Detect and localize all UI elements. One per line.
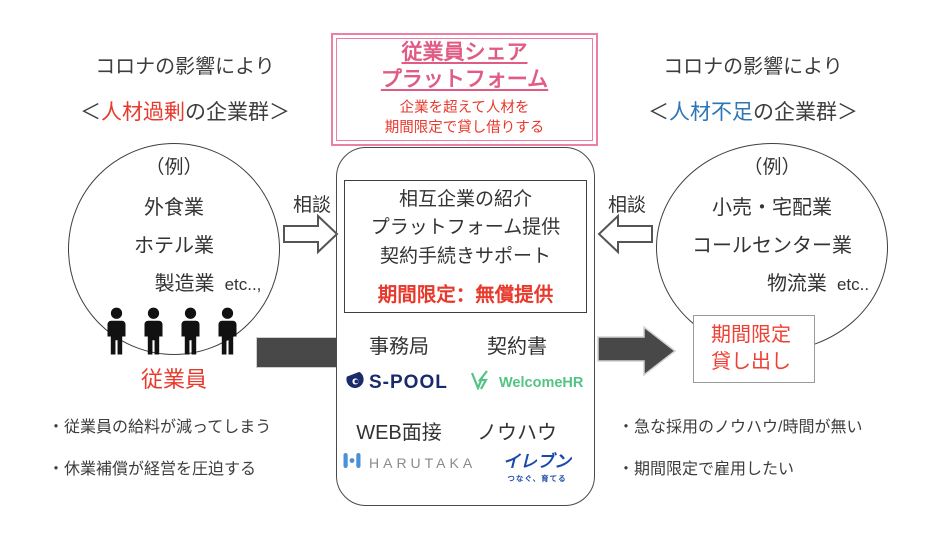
left-industry-3-label: 製造業 bbox=[154, 273, 215, 295]
service-line-3: 契約手続きサポート bbox=[379, 245, 551, 267]
left-etc-label: etc.., bbox=[224, 275, 262, 294]
left-bracket-open: ＜ bbox=[80, 101, 101, 124]
free-offer-label: 期間限定：無償提供 bbox=[377, 284, 554, 307]
cell-knowhow-label: ノウハウ bbox=[477, 422, 557, 444]
platform-title-line1: 従業員シェア bbox=[401, 41, 528, 65]
left-header-line2: ＜人材過剰の企業群＞ bbox=[60, 96, 310, 126]
right-pain-2: ・期間限定で雇用したい bbox=[618, 461, 795, 478]
harutaka-mark-icon bbox=[342, 451, 362, 475]
left-circle-content: （例） 外食業 ホテル業 製造業 etc.., bbox=[68, 143, 280, 355]
left-bracket-rest: の企業群＞ bbox=[185, 101, 290, 124]
left-consult-arrow-icon bbox=[283, 213, 339, 260]
right-circle-content: （例） 小売・宅配業 コールセンター業 物流業 etc.. bbox=[656, 143, 888, 352]
workers-group bbox=[103, 307, 241, 363]
right-industry-3-label: 物流業 bbox=[766, 273, 827, 295]
cell-interview-label: WEB面接 bbox=[356, 422, 442, 444]
service-line-1: 相互企業の紹介 bbox=[398, 188, 532, 210]
person-icon bbox=[103, 307, 130, 363]
spool-bird-icon bbox=[344, 370, 365, 396]
right-industry-3: 物流業 etc.. bbox=[656, 267, 934, 296]
right-pain-list: ・急な採用のノウハウ/時間が無い ・期間限定で雇用したい bbox=[618, 413, 862, 479]
left-pain-list: ・従業員の給料が減ってしまう ・休業補償が経営を圧迫する bbox=[48, 413, 271, 479]
right-header-line2: ＜人材不足の企業群＞ bbox=[628, 96, 878, 126]
left-header-line1: コロナの影響により bbox=[95, 56, 275, 78]
platform-title-box-inner: 従業員シェア プラットフォーム 企業を超えて人材を 期間限定で貸し借りする bbox=[336, 38, 593, 141]
platform-title-line2: プラットフォーム bbox=[380, 67, 549, 91]
service-line-2: プラットフォーム提供 bbox=[370, 217, 561, 239]
platform-title-box: 従業員シェア プラットフォーム 企業を超えて人材を 期間限定で貸し借りする bbox=[331, 33, 598, 146]
harutaka-logo: HARUTAKA bbox=[342, 451, 476, 475]
left-industry-1: 外食業 bbox=[144, 197, 204, 219]
right-consult-arrow-icon bbox=[597, 213, 653, 260]
workers-label: 従業員 bbox=[140, 367, 207, 392]
person-icon bbox=[140, 307, 167, 363]
person-icon bbox=[177, 307, 204, 363]
right-circle-example: （例） bbox=[743, 157, 801, 178]
right-header-highlight: 人材不足 bbox=[669, 101, 753, 124]
right-header-line1: コロナの影響により bbox=[663, 56, 843, 78]
services-box: 相互企業の紹介 プラットフォーム提供 契約手続きサポート 期間限定：無償提供 bbox=[344, 180, 587, 313]
left-circle-example: （例） bbox=[145, 157, 203, 178]
left-industry-3: 製造業 etc.., bbox=[68, 267, 314, 296]
platform-title: 従業員シェア プラットフォーム bbox=[381, 40, 548, 93]
left-pain-1: ・従業員の給料が減ってしまう bbox=[48, 419, 272, 436]
left-industry-2: ホテル業 bbox=[134, 235, 214, 257]
right-flow-arrow-icon bbox=[597, 325, 677, 382]
welcomehr-w-icon bbox=[470, 370, 494, 395]
lend-out-line2: 貸し出し bbox=[711, 351, 791, 373]
right-industry-1: 小売・宅配業 bbox=[712, 197, 832, 219]
cell-contract-label: 契約書 bbox=[487, 336, 547, 358]
platform-subtitle-line1: 企業を超えて人材を bbox=[399, 99, 530, 116]
spool-logo: S-POOL bbox=[344, 370, 448, 396]
cell-admin-label: 事務局 bbox=[369, 336, 429, 358]
right-consult-label: 相談 bbox=[607, 195, 646, 216]
left-pain-2: ・休業補償が経営を圧迫する bbox=[48, 461, 257, 478]
right-bracket-rest: の企業群＞ bbox=[753, 101, 858, 124]
right-etc-label: etc.. bbox=[836, 275, 870, 294]
left-header-highlight: 人材過剰 bbox=[101, 101, 185, 124]
spool-logo-text: S-POOL bbox=[369, 372, 448, 393]
left-flow-arrow bbox=[256, 337, 338, 368]
right-industry-2: コールセンター業 bbox=[692, 235, 852, 257]
right-bracket-open: ＜ bbox=[648, 101, 669, 124]
welcomehr-logo: WelcomeHR bbox=[470, 370, 583, 395]
welcomehr-logo-text: WelcomeHR bbox=[499, 374, 584, 391]
lend-out-box: 期間限定 貸し出し bbox=[693, 315, 815, 383]
platform-subtitle: 企業を超えて人材を 期間限定で貸し借りする bbox=[385, 98, 545, 139]
platform-subtitle-line2: 期間限定で貸し借りする bbox=[384, 120, 545, 137]
right-pain-1: ・急な採用のノウハウ/時間が無い bbox=[618, 419, 863, 436]
eleven-logo-tagline: つなぐ、育てる bbox=[507, 474, 567, 483]
harutaka-logo-text: HARUTAKA bbox=[369, 455, 477, 471]
left-consult-label: 相談 bbox=[292, 195, 331, 216]
person-icon bbox=[214, 307, 241, 363]
lend-out-line1: 期間限定 bbox=[711, 324, 791, 346]
eleven-logo: イレブン つなぐ、育てる bbox=[503, 447, 571, 484]
eleven-logo-text: イレブン bbox=[503, 452, 571, 471]
left-companies-circle bbox=[68, 143, 280, 355]
right-header: コロナの影響により ＜人材不足の企業群＞ bbox=[628, 50, 878, 126]
left-header: コロナの影響により ＜人材過剰の企業群＞ bbox=[60, 50, 310, 126]
